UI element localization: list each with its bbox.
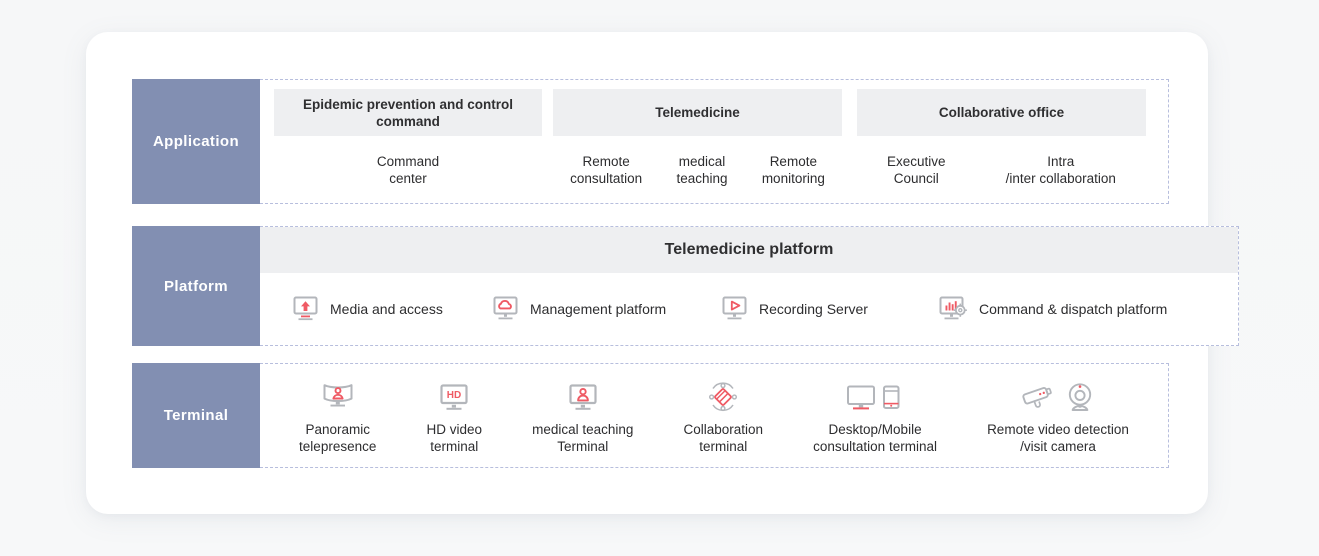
monitor-chart-gear-icon	[938, 296, 968, 323]
application-layer-label: Application	[132, 79, 260, 204]
platform-layer-label: Platform	[132, 226, 260, 346]
cctv-camera-icon	[1021, 384, 1057, 412]
terminal-item-panoramic-telepresence[interactable]: Panoramic telepresence	[299, 376, 376, 455]
terminal-item-icon	[846, 380, 904, 412]
application-group-title: Telemedicine	[553, 89, 842, 136]
terminal-item-icon	[568, 380, 598, 412]
application-groups: Epidemic prevention and control command …	[260, 80, 1168, 203]
application-group-items: Command center	[274, 136, 542, 203]
application-item[interactable]: Remote monitoring	[761, 154, 825, 186]
terminal-item-label: HD video terminal	[426, 422, 482, 454]
application-layer-row: Application Epidemic prevention and cont…	[132, 79, 1169, 204]
hd-icon-text: HD	[447, 390, 461, 401]
monitor-hd-icon: HD	[439, 384, 469, 412]
monitor-person-icon	[568, 384, 598, 412]
terminal-item-label: Remote video detection /visit camera	[987, 422, 1129, 454]
platform-item-label: Recording Server	[759, 301, 868, 317]
application-group-items: Executive Council Intra /inter collabora…	[857, 136, 1146, 203]
terminal-items: Panoramic telepresence HD	[260, 364, 1168, 467]
application-item[interactable]: Remote consultation	[570, 154, 643, 186]
platform-item-label: Command & dispatch platform	[979, 301, 1168, 317]
collaboration-diamond-icon	[707, 382, 739, 412]
terminal-item-remote-video-camera[interactable]: Remote video detection /visit camera	[987, 376, 1129, 455]
monitor-cloud-icon	[492, 296, 519, 322]
application-item[interactable]: Executive Council	[887, 154, 946, 186]
application-group-telemedicine[interactable]: Telemedicine Remote consultation medical…	[553, 80, 842, 203]
application-item[interactable]: Command center	[376, 154, 440, 186]
application-item[interactable]: Intra /inter collaboration	[1005, 154, 1116, 186]
terminal-layer-body: Panoramic telepresence HD	[260, 363, 1169, 468]
platform-item-media-and-access[interactable]: Media and access	[292, 296, 492, 322]
desktop-mobile-icon	[846, 384, 904, 412]
terminal-item-label: Panoramic telepresence	[299, 422, 377, 454]
curved-screen-person-icon	[321, 382, 355, 412]
platform-title: Telemedicine platform	[260, 227, 1238, 273]
webcam-icon	[1066, 382, 1094, 412]
platform-layer-row: Platform Telemedicine platform	[132, 226, 1239, 346]
terminal-item-collaboration-terminal[interactable]: Collaboration terminal	[683, 376, 763, 455]
terminal-item-medical-teaching-terminal[interactable]: medical teaching Terminal	[532, 376, 633, 455]
terminal-layer-row: Terminal	[132, 363, 1169, 468]
terminal-item-desktop-mobile-terminal[interactable]: Desktop/Mobile consultation terminal	[813, 376, 937, 455]
application-group-epidemic[interactable]: Epidemic prevention and control command …	[274, 80, 542, 203]
application-group-title: Epidemic prevention and control command	[274, 89, 542, 136]
application-item[interactable]: medical teaching	[676, 154, 728, 186]
platform-items: Media and access Management platform	[260, 273, 1238, 345]
terminal-item-icon	[707, 380, 739, 412]
application-group-title: Collaborative office	[857, 89, 1146, 136]
terminal-item-icon	[1021, 380, 1094, 412]
application-group-items: Remote consultation medical teaching Rem…	[553, 136, 842, 203]
diagram-card: Application Epidemic prevention and cont…	[86, 32, 1239, 514]
terminal-item-label: Collaboration terminal	[683, 422, 764, 454]
platform-item-label: Management platform	[530, 301, 667, 317]
application-layer-body: Epidemic prevention and control command …	[260, 79, 1169, 204]
terminal-item-icon	[321, 380, 355, 412]
platform-layer-body: Telemedicine platform Media and access	[260, 226, 1239, 346]
monitor-play-icon	[721, 296, 748, 322]
terminal-item-label: medical teaching Terminal	[532, 422, 634, 454]
terminal-item-hd-video-terminal[interactable]: HD HD video terminal	[426, 376, 482, 455]
terminal-item-label: Desktop/Mobile consultation terminal	[813, 422, 937, 454]
platform-item-management-platform[interactable]: Management platform	[492, 296, 721, 322]
terminal-layer-label: Terminal	[132, 363, 260, 468]
platform-item-label: Media and access	[330, 301, 443, 317]
monitor-upload-icon	[292, 296, 319, 322]
platform-item-recording-server[interactable]: Recording Server	[721, 296, 938, 322]
terminal-item-icon: HD	[439, 380, 469, 412]
application-group-collaborative-office[interactable]: Collaborative office Executive Council I…	[857, 80, 1146, 203]
platform-item-command-dispatch[interactable]: Command & dispatch platform	[938, 296, 1238, 323]
